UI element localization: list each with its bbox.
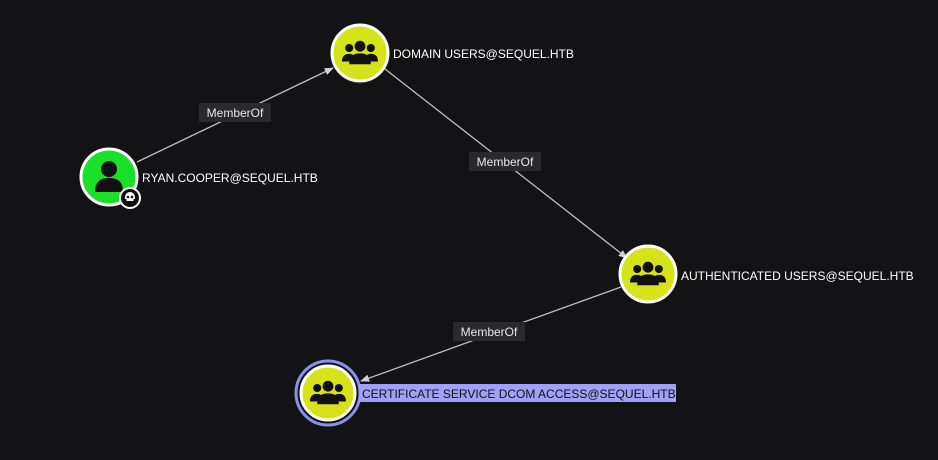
edge-label: MemberOf: [477, 155, 534, 169]
selected-label-highlight: [359, 384, 676, 402]
node-ryan-cooper[interactable]: RYAN.COOPER@SEQUEL.HTB: [79, 147, 318, 209]
skull-icon: [119, 187, 141, 209]
edge-domain-users-to-authenticated-users[interactable]: MemberOf: [384, 68, 628, 259]
edge-label: MemberOf: [461, 325, 518, 339]
edge-authenticated-users-to-cert-service[interactable]: MemberOf: [360, 286, 622, 382]
group-node-circle: [618, 244, 678, 304]
edge-label-bg: [199, 103, 271, 122]
nodes-layer: RYAN.COOPER@SEQUEL.HTB DOMAIN USERS@SEQU…: [79, 23, 914, 427]
edge-label-bg: [469, 152, 541, 171]
node-label: CERTIFICATE SERVICE DCOM ACCESS@SEQUEL.H…: [362, 387, 676, 401]
edge-ryan-to-domain-users[interactable]: MemberOf: [136, 67, 334, 163]
group-node-circle: [299, 364, 357, 422]
edge-label: MemberOf: [207, 106, 264, 120]
edges-layer: MemberOf MemberOf MemberOf: [136, 67, 628, 382]
node-authenticated-users[interactable]: AUTHENTICATED USERS@SEQUEL.HTB: [618, 244, 914, 304]
edge-label-bg: [453, 322, 525, 341]
node-label: DOMAIN USERS@SEQUEL.HTB: [393, 47, 574, 61]
node-certificate-service-dcom-access[interactable]: CERTIFICATE SERVICE DCOM ACCESS@SEQUEL.H…: [294, 359, 676, 427]
node-label: RYAN.COOPER@SEQUEL.HTB: [142, 171, 318, 185]
node-label: AUTHENTICATED USERS@SEQUEL.HTB: [681, 269, 914, 283]
node-domain-users[interactable]: DOMAIN USERS@SEQUEL.HTB: [330, 23, 574, 83]
group-node-circle: [330, 23, 390, 83]
